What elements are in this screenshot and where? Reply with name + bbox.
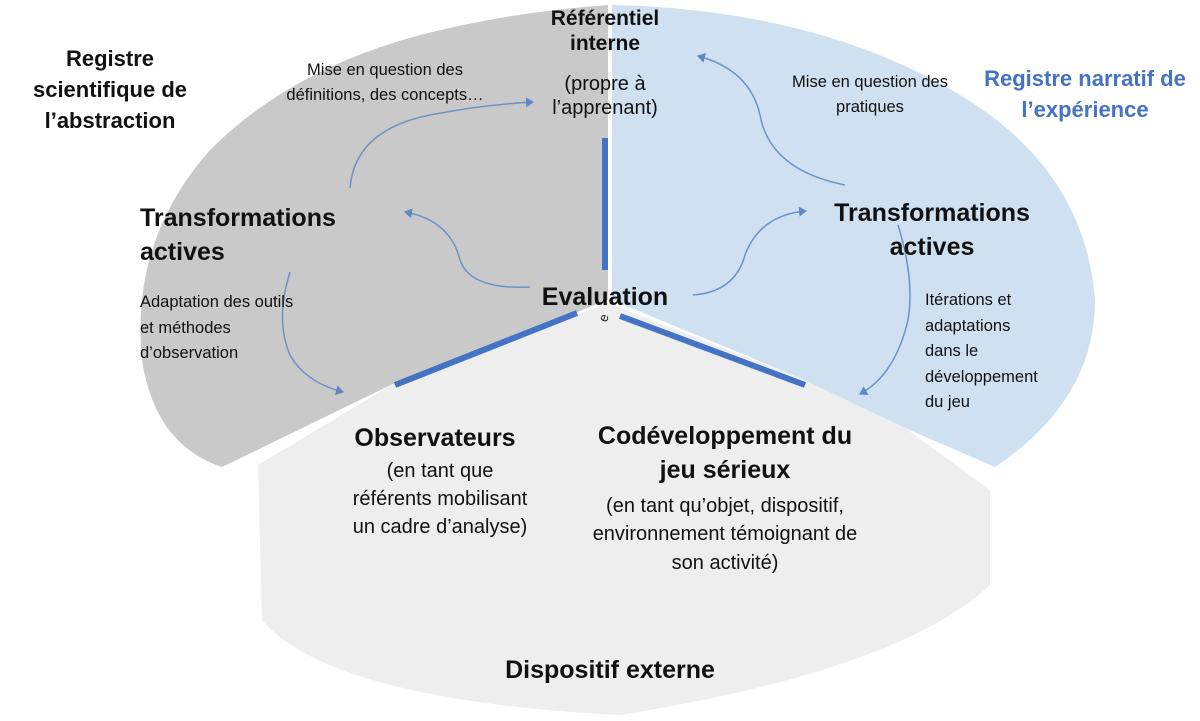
left-transform-title: Transformations actives <box>140 204 336 266</box>
referentiel-title: Référentiel interne <box>550 7 660 56</box>
right-question-text: Mise en question des pratiques <box>792 73 948 116</box>
divider-left <box>393 310 579 388</box>
evaluation-label: Evaluation <box>541 283 669 311</box>
left-question-text: Mise en question des définitions, des co… <box>286 61 484 104</box>
right-transform-title: Transformations actives <box>834 199 1030 261</box>
arrow-evaluation-to-left-transform <box>404 208 531 289</box>
arrow-right-iterations <box>859 224 911 396</box>
center-mark: e <box>595 312 612 324</box>
right-sector <box>612 5 1095 467</box>
codev-subtitle: (en tant qu’objet, dispositif, environne… <box>592 495 858 574</box>
observateurs-title: Observateurs <box>354 424 516 452</box>
external-device-label: Dispositif externe <box>505 656 715 684</box>
referentiel-subtitle: (propre à l’apprenant) <box>552 73 658 119</box>
right-iterations-text: Itérations et adaptations dans le dévelo… <box>925 291 1038 412</box>
arrow-right-question <box>697 52 846 186</box>
right-register-title: Registre narratif de l’expérience <box>984 66 1186 122</box>
bottom-sector <box>258 303 990 715</box>
arrow-evaluation-to-right-transform <box>692 206 807 296</box>
divider-right <box>618 313 807 388</box>
observateurs-subtitle: (en tant que référents mobilisant un cad… <box>352 460 528 538</box>
left-adaptation-text: Adaptation des outils et méthodes d’obse… <box>140 293 294 363</box>
codev-title: Codéveloppement du jeu sérieux <box>597 422 853 484</box>
left-register-title: Registre scientifique de l’abstraction <box>32 46 188 133</box>
left-sector <box>140 5 608 467</box>
arrow-left-adaptation <box>281 271 344 396</box>
arrow-left-question <box>349 97 534 189</box>
